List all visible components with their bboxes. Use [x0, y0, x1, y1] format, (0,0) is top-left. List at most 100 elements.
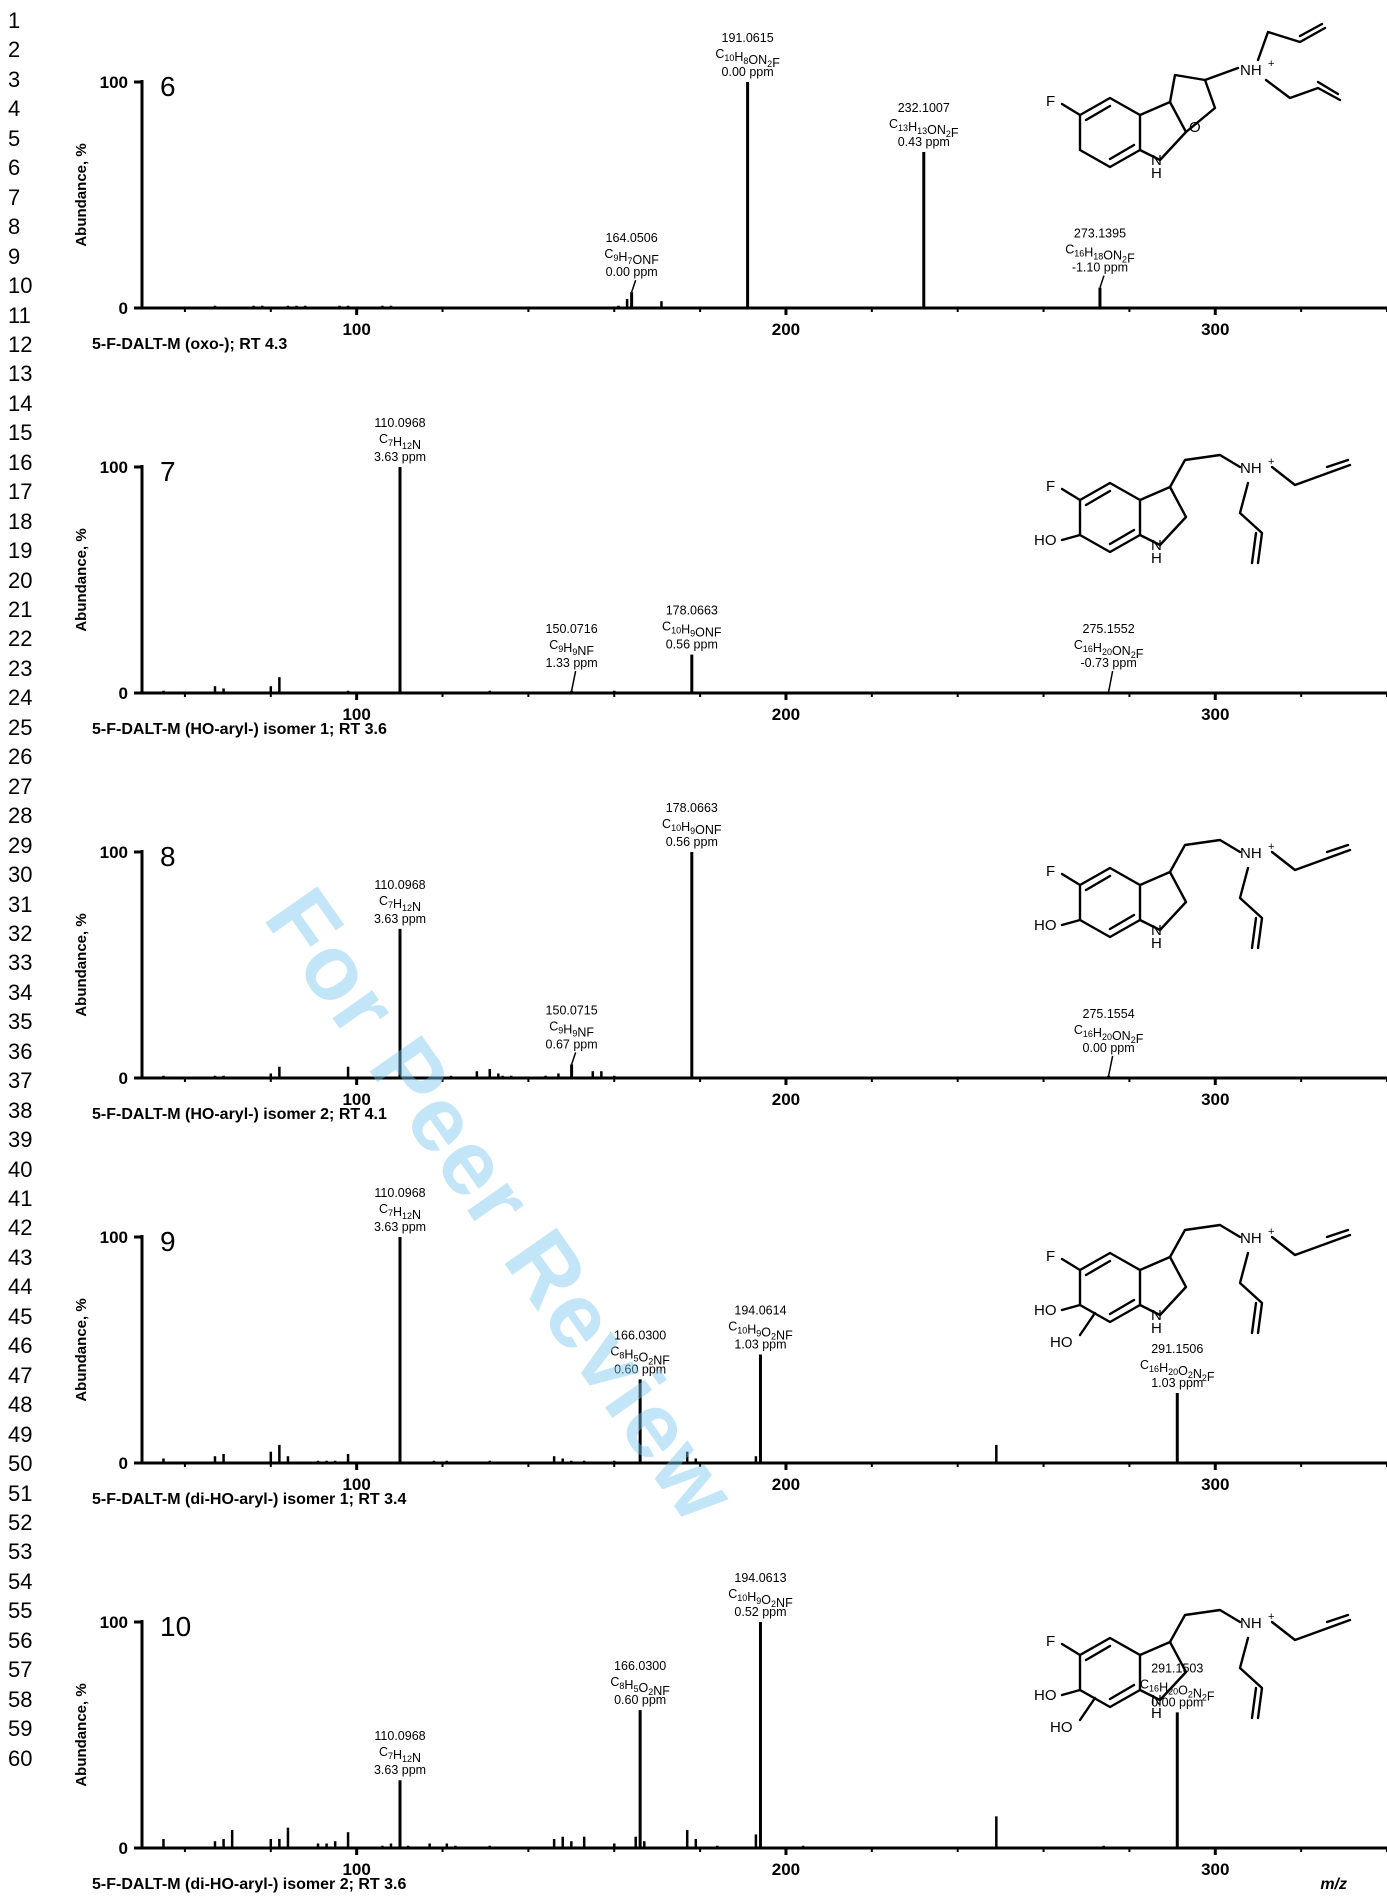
- line-number: 16: [8, 449, 33, 475]
- peak-formula-label: C10H9ONF: [662, 817, 722, 837]
- line-number: 47: [8, 1362, 33, 1388]
- peak-mz-label: 110.0968: [374, 416, 425, 430]
- line-number: 6: [8, 155, 21, 181]
- peak-mz-label: 275.1552: [1083, 622, 1135, 636]
- peak-ppm-label: 0.52 ppm: [734, 1605, 786, 1619]
- line-number: 54: [8, 1568, 33, 1594]
- allyl-1: [1270, 1228, 1352, 1257]
- peak-mz-label: 150.0715: [546, 1003, 598, 1017]
- y-axis-label: Abundance, %: [73, 1683, 90, 1786]
- charge-plus: +: [1268, 58, 1274, 70]
- line-number: 1: [8, 8, 21, 33]
- peak-ppm-label: 3.63 ppm: [374, 912, 426, 926]
- peak-mz-label: 110.0968: [374, 1186, 425, 1200]
- line-number: 44: [8, 1274, 33, 1300]
- line-number: 10: [8, 273, 33, 299]
- peak-formula-label: C9H7ONF: [604, 247, 659, 267]
- atom-label-oh: HO: [1034, 1687, 1057, 1704]
- spectrum-caption: 5-F-DALT-M (HO-aryl-) isomer 2; RT 4.1: [92, 1106, 387, 1123]
- y-tick-label: 100: [100, 843, 128, 862]
- line-number: 29: [8, 832, 33, 858]
- y-tick-label: 100: [100, 73, 128, 92]
- line-number: 58: [8, 1686, 33, 1712]
- charge-plus: +: [1268, 456, 1274, 468]
- peak-mz-label: 110.0968: [374, 1729, 425, 1743]
- y-axis-label: Abundance, %: [73, 913, 90, 1016]
- peak-mz-label: 178.0663: [666, 604, 718, 618]
- allyl-2: [1238, 1251, 1264, 1335]
- peak-formula-label: C8H5O2NF: [610, 1675, 670, 1698]
- allyl-2: [1264, 78, 1342, 102]
- charge-plus: +: [1268, 1611, 1274, 1623]
- line-number: 34: [8, 979, 33, 1005]
- aromatic-bonds: [1084, 1644, 1136, 1701]
- peak-ppm-label: 3.63 ppm: [374, 1220, 426, 1234]
- benzene-ring: [1078, 481, 1142, 554]
- peak-ppm-label: 0.43 ppm: [898, 135, 950, 149]
- line-number: 52: [8, 1509, 33, 1535]
- line-number: 33: [8, 950, 33, 976]
- line-number: 23: [8, 655, 33, 681]
- atom-label-f: F: [1046, 863, 1055, 880]
- line-number: 20: [8, 567, 33, 593]
- pyrrole-ring: [1138, 870, 1188, 932]
- x-tick-label: 300: [1201, 705, 1229, 724]
- atom-label-nh-plus: NH: [1240, 1230, 1262, 1247]
- atom-label-n: N: [1151, 152, 1162, 169]
- peak-formula-label: C9H9NF: [549, 1019, 594, 1039]
- bond-oh: [1060, 1688, 1082, 1697]
- atom-label-nh: H: [1151, 550, 1162, 567]
- x-tick-label: 200: [772, 1475, 800, 1494]
- y-axis-label: Abundance, %: [73, 528, 90, 631]
- line-number: 45: [8, 1303, 33, 1329]
- atom-label-f: F: [1046, 1633, 1055, 1650]
- peak-leader: [1099, 275, 1105, 288]
- line-number: 43: [8, 1244, 33, 1270]
- y-tick-label: 0: [119, 299, 128, 318]
- spectrum-caption: 5-F-DALT-M (di-HO-aryl-) isomer 2; RT 3.…: [92, 1876, 407, 1893]
- pyrrole-ring: [1138, 485, 1188, 547]
- peak-mz-label: 178.0663: [666, 801, 718, 815]
- line-number: 49: [8, 1421, 33, 1447]
- peak-formula-label: C10H9ONF: [662, 620, 722, 640]
- atom-label-oh-2: HO: [1050, 1719, 1073, 1736]
- peak-mz-label: 291.1506: [1151, 1342, 1203, 1356]
- line-number: 27: [8, 773, 33, 799]
- pyrrole-ring: [1138, 1255, 1188, 1317]
- bond-oh: [1060, 918, 1082, 927]
- peak-ppm-label: 0.60 ppm: [614, 1693, 666, 1707]
- y-tick-label: 0: [119, 1839, 128, 1858]
- line-number: 55: [8, 1598, 33, 1624]
- peak-ppm-label: -0.73 ppm: [1080, 656, 1136, 670]
- x-tick-label: 200: [772, 320, 800, 339]
- line-number: 15: [8, 420, 33, 446]
- y-tick-label: 100: [100, 1228, 128, 1247]
- line-number: 28: [8, 803, 33, 829]
- line-number: 5: [8, 125, 21, 151]
- peak-formula-label: C16H20ON2F: [1074, 1023, 1144, 1046]
- line-number: 36: [8, 1038, 33, 1064]
- peak-formula-label: C7H12N: [379, 894, 421, 914]
- allyl-1: [1270, 458, 1352, 487]
- atom-label-n: N: [1151, 1307, 1162, 1324]
- peak-ppm-label: 0.00 ppm: [722, 65, 774, 79]
- line-number: 50: [8, 1451, 33, 1477]
- peak-ppm-label: 1.33 ppm: [546, 656, 598, 670]
- x-tick-label: 100: [342, 1860, 370, 1879]
- bond-oh-2: [1078, 1696, 1097, 1722]
- peak-mz-label: 194.0614: [734, 1304, 786, 1318]
- line-number: 31: [8, 891, 33, 917]
- ethyl-chain: [1168, 453, 1242, 489]
- atom-label-nh-plus: NH: [1240, 460, 1262, 477]
- bond-oh: [1060, 1303, 1082, 1312]
- atom-label-oh: HO: [1034, 917, 1057, 934]
- bond-f: [1060, 1642, 1082, 1657]
- peak-formula-label: C16H20O2N2F: [1140, 1358, 1215, 1384]
- peak-mz-label: 194.0613: [734, 1571, 786, 1585]
